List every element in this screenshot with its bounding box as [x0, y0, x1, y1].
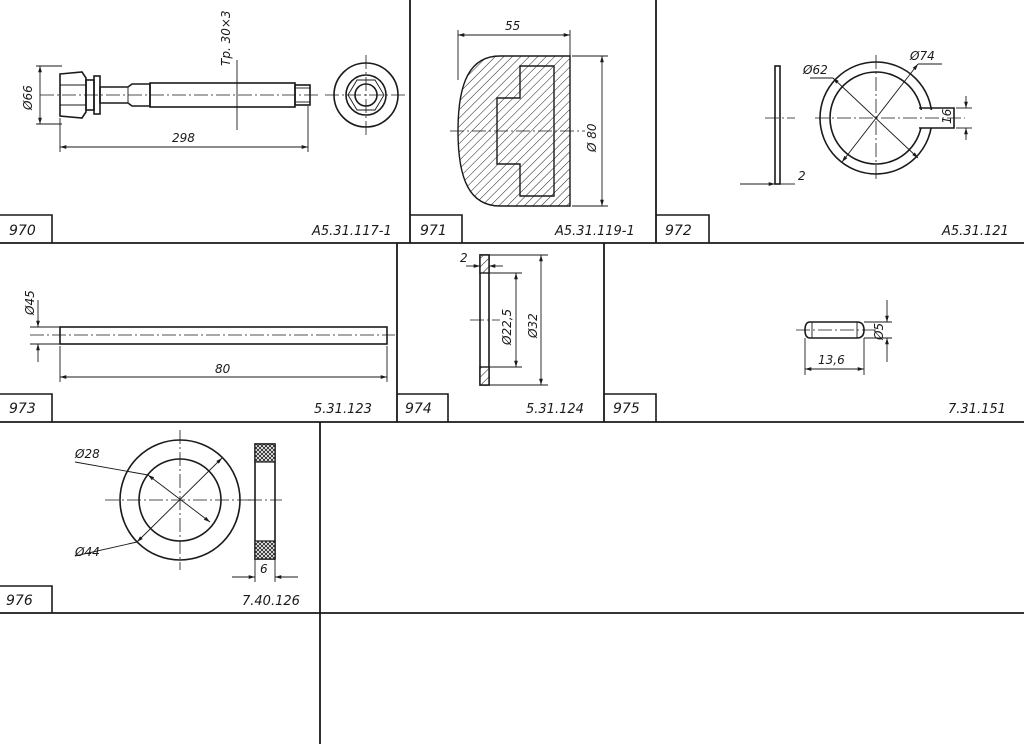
part-976-outer-label: Ø44: [74, 545, 100, 559]
part-972-code: A5.31.121: [941, 224, 1009, 239]
part-975-length-label: 13,6: [818, 353, 845, 367]
part-973-code: 5.31.123: [314, 402, 372, 417]
part-972-number: 972: [665, 223, 692, 239]
part-972-outer-label: Ø74: [909, 49, 935, 63]
part-974-thickness-label: 2: [460, 251, 468, 265]
part-976-code: 7.40.126: [242, 594, 300, 609]
part-975-number: 975: [613, 401, 640, 417]
part-972-inner-label: Ø62: [802, 63, 828, 77]
part-974-number: 974: [405, 401, 432, 417]
part-labels: 970 A5.31.117-1 971 A5.31.119-1 972 A5.3…: [6, 223, 1009, 609]
part-971-length-label: 55: [505, 19, 520, 33]
part-971-drawing: 55 Ø 80: [450, 19, 608, 207]
part-970-thread-label: Тр. 30×3: [219, 10, 233, 66]
part-971-number: 971: [420, 223, 447, 239]
part-970-code: A5.31.117-1: [311, 224, 392, 239]
part-970-length-label: 298: [172, 131, 195, 145]
part-975-dia-label: Ø5: [872, 323, 886, 341]
part-970-drawing: Ø66 298 Тр. 30×3: [21, 10, 408, 152]
part-974-code: 5.31.124: [526, 402, 584, 417]
part-974-inner-label: Ø22,5: [500, 309, 514, 346]
part-971-code: A5.31.119-1: [554, 224, 635, 239]
part-972-thickness-label: 2: [798, 169, 806, 183]
part-973-dia-label: Ø45: [23, 290, 37, 316]
part-975-code: 7.31.151: [948, 402, 1006, 417]
part-970-dia-label: Ø66: [21, 85, 35, 111]
part-974-drawing: 2 Ø22,5 Ø32: [460, 251, 548, 386]
part-973-length-label: 80: [215, 362, 231, 376]
part-972-drawing: 2 Ø62 Ø74 16: [740, 49, 972, 186]
part-973-drawing: Ø45 80: [23, 290, 395, 382]
part-975-drawing: Ø5 13,6: [796, 300, 892, 375]
part-974-outer-label: Ø32: [526, 313, 540, 339]
part-972-width-label: 16: [940, 108, 954, 124]
part-973-number: 973: [9, 401, 36, 417]
part-976-number: 976: [6, 593, 33, 609]
part-976-inner-label: Ø28: [74, 447, 100, 461]
part-971-dia-label: Ø 80: [585, 123, 599, 153]
part-976-drawing: Ø28 Ø44 6: [74, 430, 298, 582]
part-976-thickness-label: 6: [260, 562, 268, 576]
part-970-number: 970: [9, 223, 36, 239]
